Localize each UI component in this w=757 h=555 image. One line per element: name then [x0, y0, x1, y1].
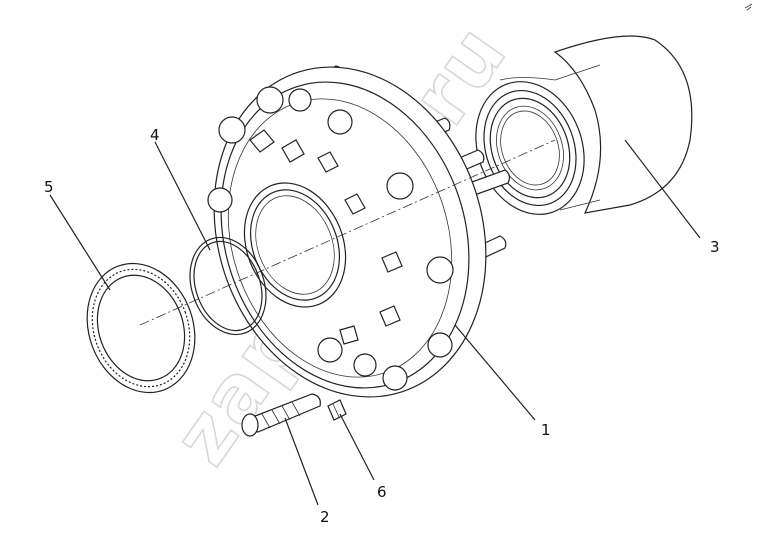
- callout-2: 2: [320, 508, 330, 526]
- part-1-hub: [139, 65, 556, 398]
- part-4-ring: [189, 236, 267, 336]
- callout-3: 3: [710, 238, 720, 256]
- part-2-bolt: [241, 393, 321, 437]
- callout-5: 5: [44, 178, 54, 196]
- leader-lines: [49, 139, 701, 506]
- corner-mark: [744, 3, 753, 11]
- callout-6: 6: [377, 483, 387, 501]
- callout-4: 4: [150, 126, 160, 144]
- callout-1: 1: [541, 421, 551, 439]
- callouts: 5 4 3 1 2 6: [44, 126, 720, 526]
- flange-bolt-bosses: [207, 86, 454, 391]
- part-5-tone-ring: [86, 262, 196, 394]
- flange-pockets: [249, 129, 403, 345]
- part-6-pin: [327, 399, 347, 421]
